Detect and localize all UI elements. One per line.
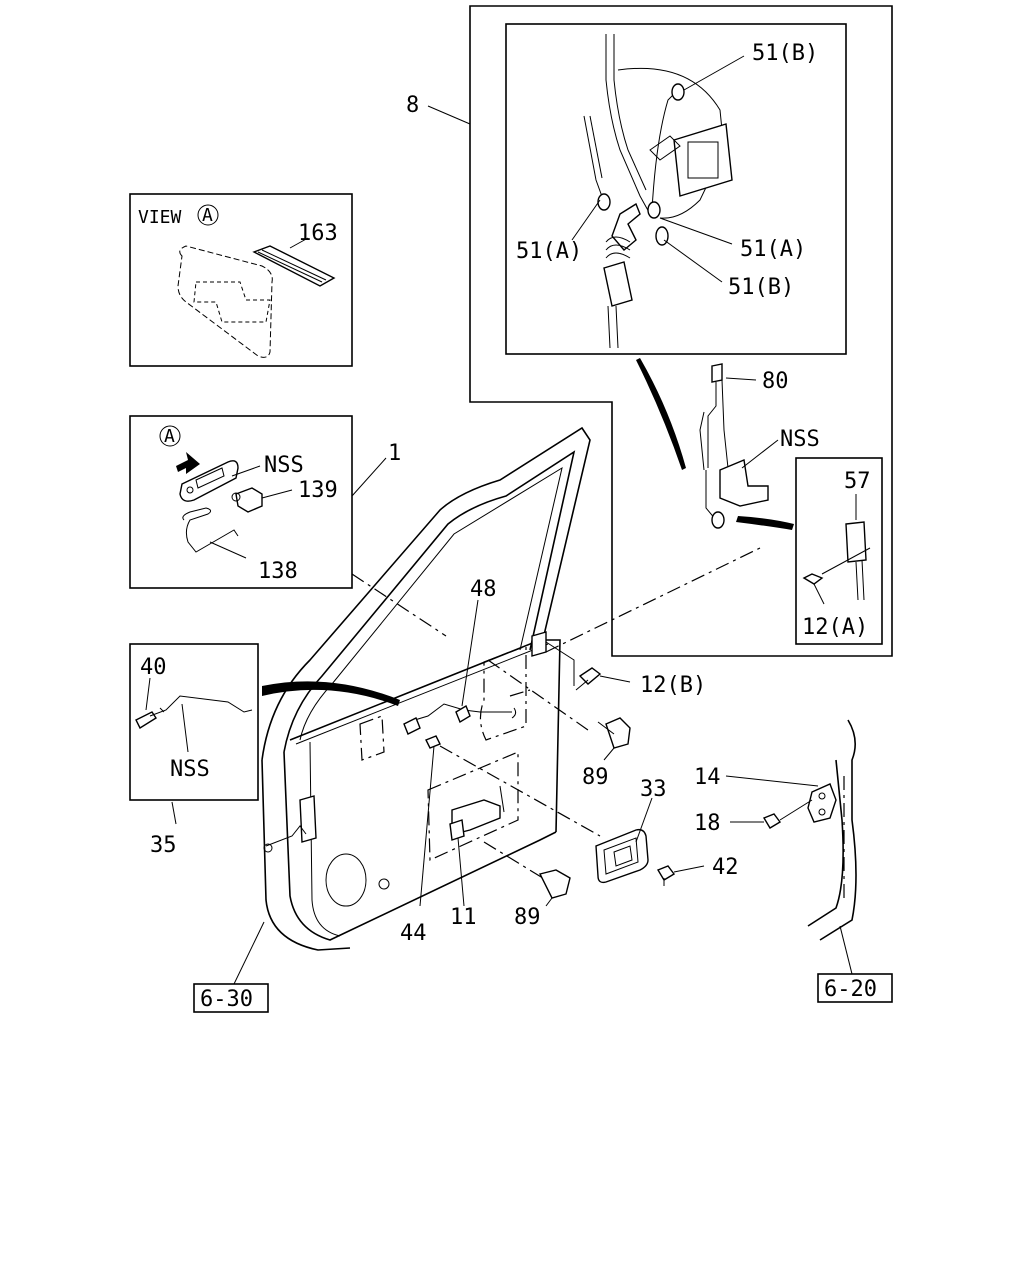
label-51a-left: 51(A) xyxy=(516,239,582,264)
label-89-lower: 89 xyxy=(514,905,541,930)
screw-12b: 12(B) xyxy=(575,667,706,698)
switch-panel: 57 12(A) xyxy=(795,457,883,645)
label-51b-bottom: 51(B) xyxy=(728,275,794,300)
label-163: 163 xyxy=(298,221,338,246)
inner-handle-bezel: 33 xyxy=(595,777,667,884)
outside-handle-panel: A 139 NSS 138 xyxy=(129,415,353,589)
label-44: 44 xyxy=(400,921,427,946)
label-40: 40 xyxy=(140,655,167,680)
view-a-title: VIEW xyxy=(138,207,182,228)
rod-panel: 40 NSS xyxy=(129,643,259,801)
label-51b-top: 51(B) xyxy=(752,41,818,66)
lock-assembly-panel: 51(B) 51(A) 51(A) 51(B) xyxy=(469,5,893,657)
body-pillar: 14 18 xyxy=(694,719,857,941)
label-139: 139 xyxy=(298,478,338,503)
door-panel xyxy=(261,426,591,951)
label-89-upper: 89 xyxy=(582,765,609,790)
label-138: 138 xyxy=(258,559,298,584)
label-nss-handle: NSS xyxy=(264,453,304,478)
ref-box-right: 6-20 xyxy=(817,925,893,1003)
label-14: 14 xyxy=(694,765,721,790)
label-80: 80 xyxy=(762,369,789,394)
ref-6-30: 6-30 xyxy=(200,987,253,1012)
label-nss-lock: NSS xyxy=(780,427,820,452)
label-nss-rod: NSS xyxy=(170,757,210,782)
label-57: 57 xyxy=(844,469,871,494)
screw-42: 42 xyxy=(656,855,739,886)
label-12a: 12(A) xyxy=(802,615,868,640)
label-11: 11 xyxy=(450,905,477,930)
callout-marker-a: A xyxy=(164,426,175,447)
label-48: 48 xyxy=(470,577,497,602)
ref-box-left: 6-30 xyxy=(193,921,269,1013)
label-51a-right: 51(A) xyxy=(740,237,806,262)
label-8: 8 xyxy=(406,93,419,118)
bolt-89-upper: 89 xyxy=(582,717,631,790)
label-42: 42 xyxy=(712,855,739,880)
view-a-panel: VIEW A 163 xyxy=(129,193,353,367)
bolt-89-lower: 89 xyxy=(514,869,571,930)
label-1: 1 xyxy=(388,441,401,466)
label-12b: 12(B) xyxy=(640,673,706,698)
label-33: 33 xyxy=(640,777,667,802)
door-lock-unit: 80 NSS xyxy=(699,363,820,530)
view-a-marker: A xyxy=(202,205,213,226)
ref-6-20: 6-20 xyxy=(824,977,877,1002)
label-35: 35 xyxy=(150,833,177,858)
label-18: 18 xyxy=(694,811,721,836)
